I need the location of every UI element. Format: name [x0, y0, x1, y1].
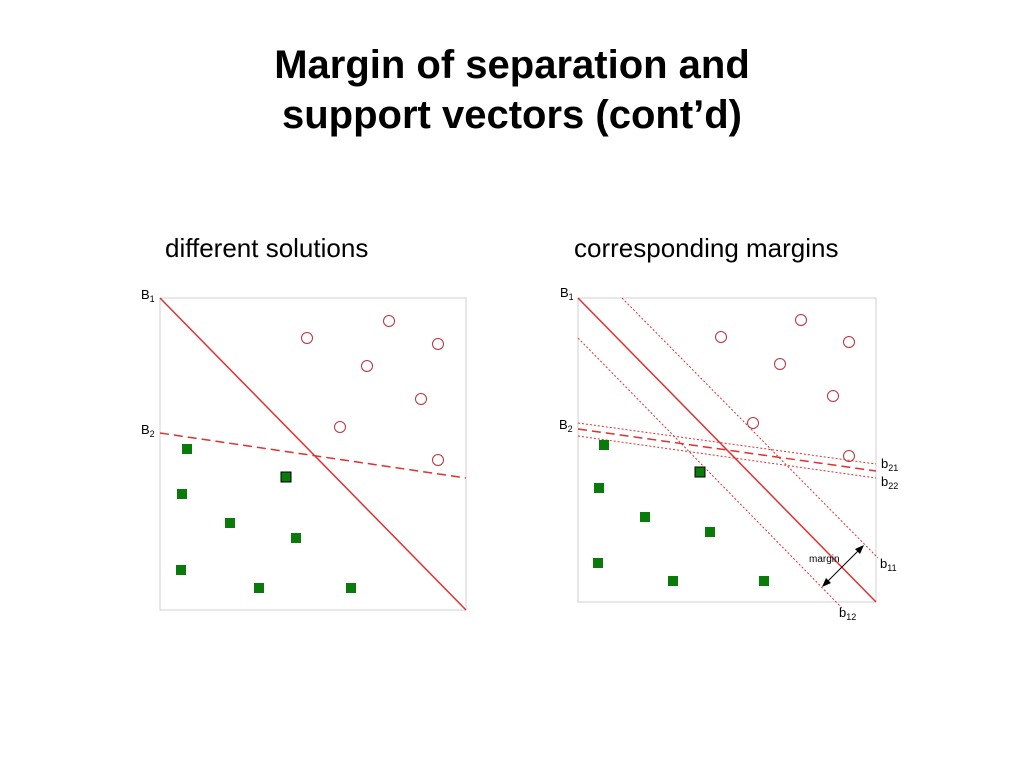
- left-panel: B1 B2: [141, 287, 467, 611]
- right-class-square: [705, 527, 715, 537]
- right-class-circle: [843, 336, 855, 348]
- right-margin-b22: [577, 435, 877, 479]
- left-class-circle: [415, 393, 427, 405]
- right-hyperplane-b1: [577, 297, 877, 603]
- right-margin-b12: [577, 337, 843, 609]
- right-class-circle: [747, 417, 759, 429]
- left-class-square: [291, 533, 301, 543]
- label-b11: b11: [880, 556, 897, 573]
- left-class-square: [225, 518, 235, 528]
- right-class-square: [640, 512, 650, 522]
- label-b22: b22: [881, 474, 898, 491]
- right-class-square: [759, 576, 769, 586]
- right-panel-subtitle: corresponding margins: [574, 233, 839, 263]
- left-label-b2: B2: [141, 422, 155, 439]
- left-class-square: [176, 565, 186, 575]
- left-label-b1: B1: [141, 287, 155, 304]
- right-class-circle: [843, 450, 855, 462]
- left-class-square: [182, 444, 192, 454]
- right-plot-frame: [577, 297, 877, 603]
- right-class-square: [593, 558, 603, 568]
- title-line-1: Margin of separation and: [274, 43, 750, 87]
- left-class-square: [177, 489, 187, 499]
- left-class-circle: [361, 360, 373, 372]
- right-margin-b21: [577, 422, 877, 465]
- margin-label: margin: [809, 554, 840, 565]
- label-b21: b21: [881, 456, 898, 473]
- right-class-circle: [774, 358, 786, 370]
- left-class-circle: [383, 315, 395, 327]
- left-class-circle: [301, 332, 313, 344]
- right-class-square: [599, 440, 609, 450]
- right-class-square: [668, 576, 678, 586]
- right-class-circle: [827, 390, 839, 402]
- right-panel: margin B1 B2 b21 b22 b11 b12: [559, 285, 898, 622]
- left-plot-frame: [159, 297, 467, 611]
- left-class-circle: [432, 338, 444, 350]
- right-class-circle: [715, 331, 727, 343]
- left-hyperplane-b1: [159, 297, 467, 611]
- left-panel-subtitle: different solutions: [165, 233, 369, 263]
- right-hyperplane-b2: [577, 428, 877, 472]
- right-label-b2: B2: [559, 417, 573, 434]
- left-class-square: [346, 583, 356, 593]
- title-line-2: support vectors (cont’d): [281, 93, 743, 137]
- label-b12: b12: [839, 605, 856, 622]
- right-class-square: [594, 483, 604, 493]
- right-margin-b11: [621, 297, 879, 559]
- left-class-circle: [432, 454, 444, 466]
- left-hyperplane-b2: [159, 432, 467, 479]
- left-class-circle: [334, 421, 346, 433]
- left-class-square: [254, 583, 264, 593]
- right-label-b1: B1: [560, 285, 574, 302]
- right-class-square: [694, 466, 706, 478]
- left-class-square: [280, 471, 292, 483]
- right-class-circle: [795, 314, 807, 326]
- slide-title: Margin of separation and support vectors…: [0, 40, 1024, 140]
- margin-arrow: [822, 545, 864, 587]
